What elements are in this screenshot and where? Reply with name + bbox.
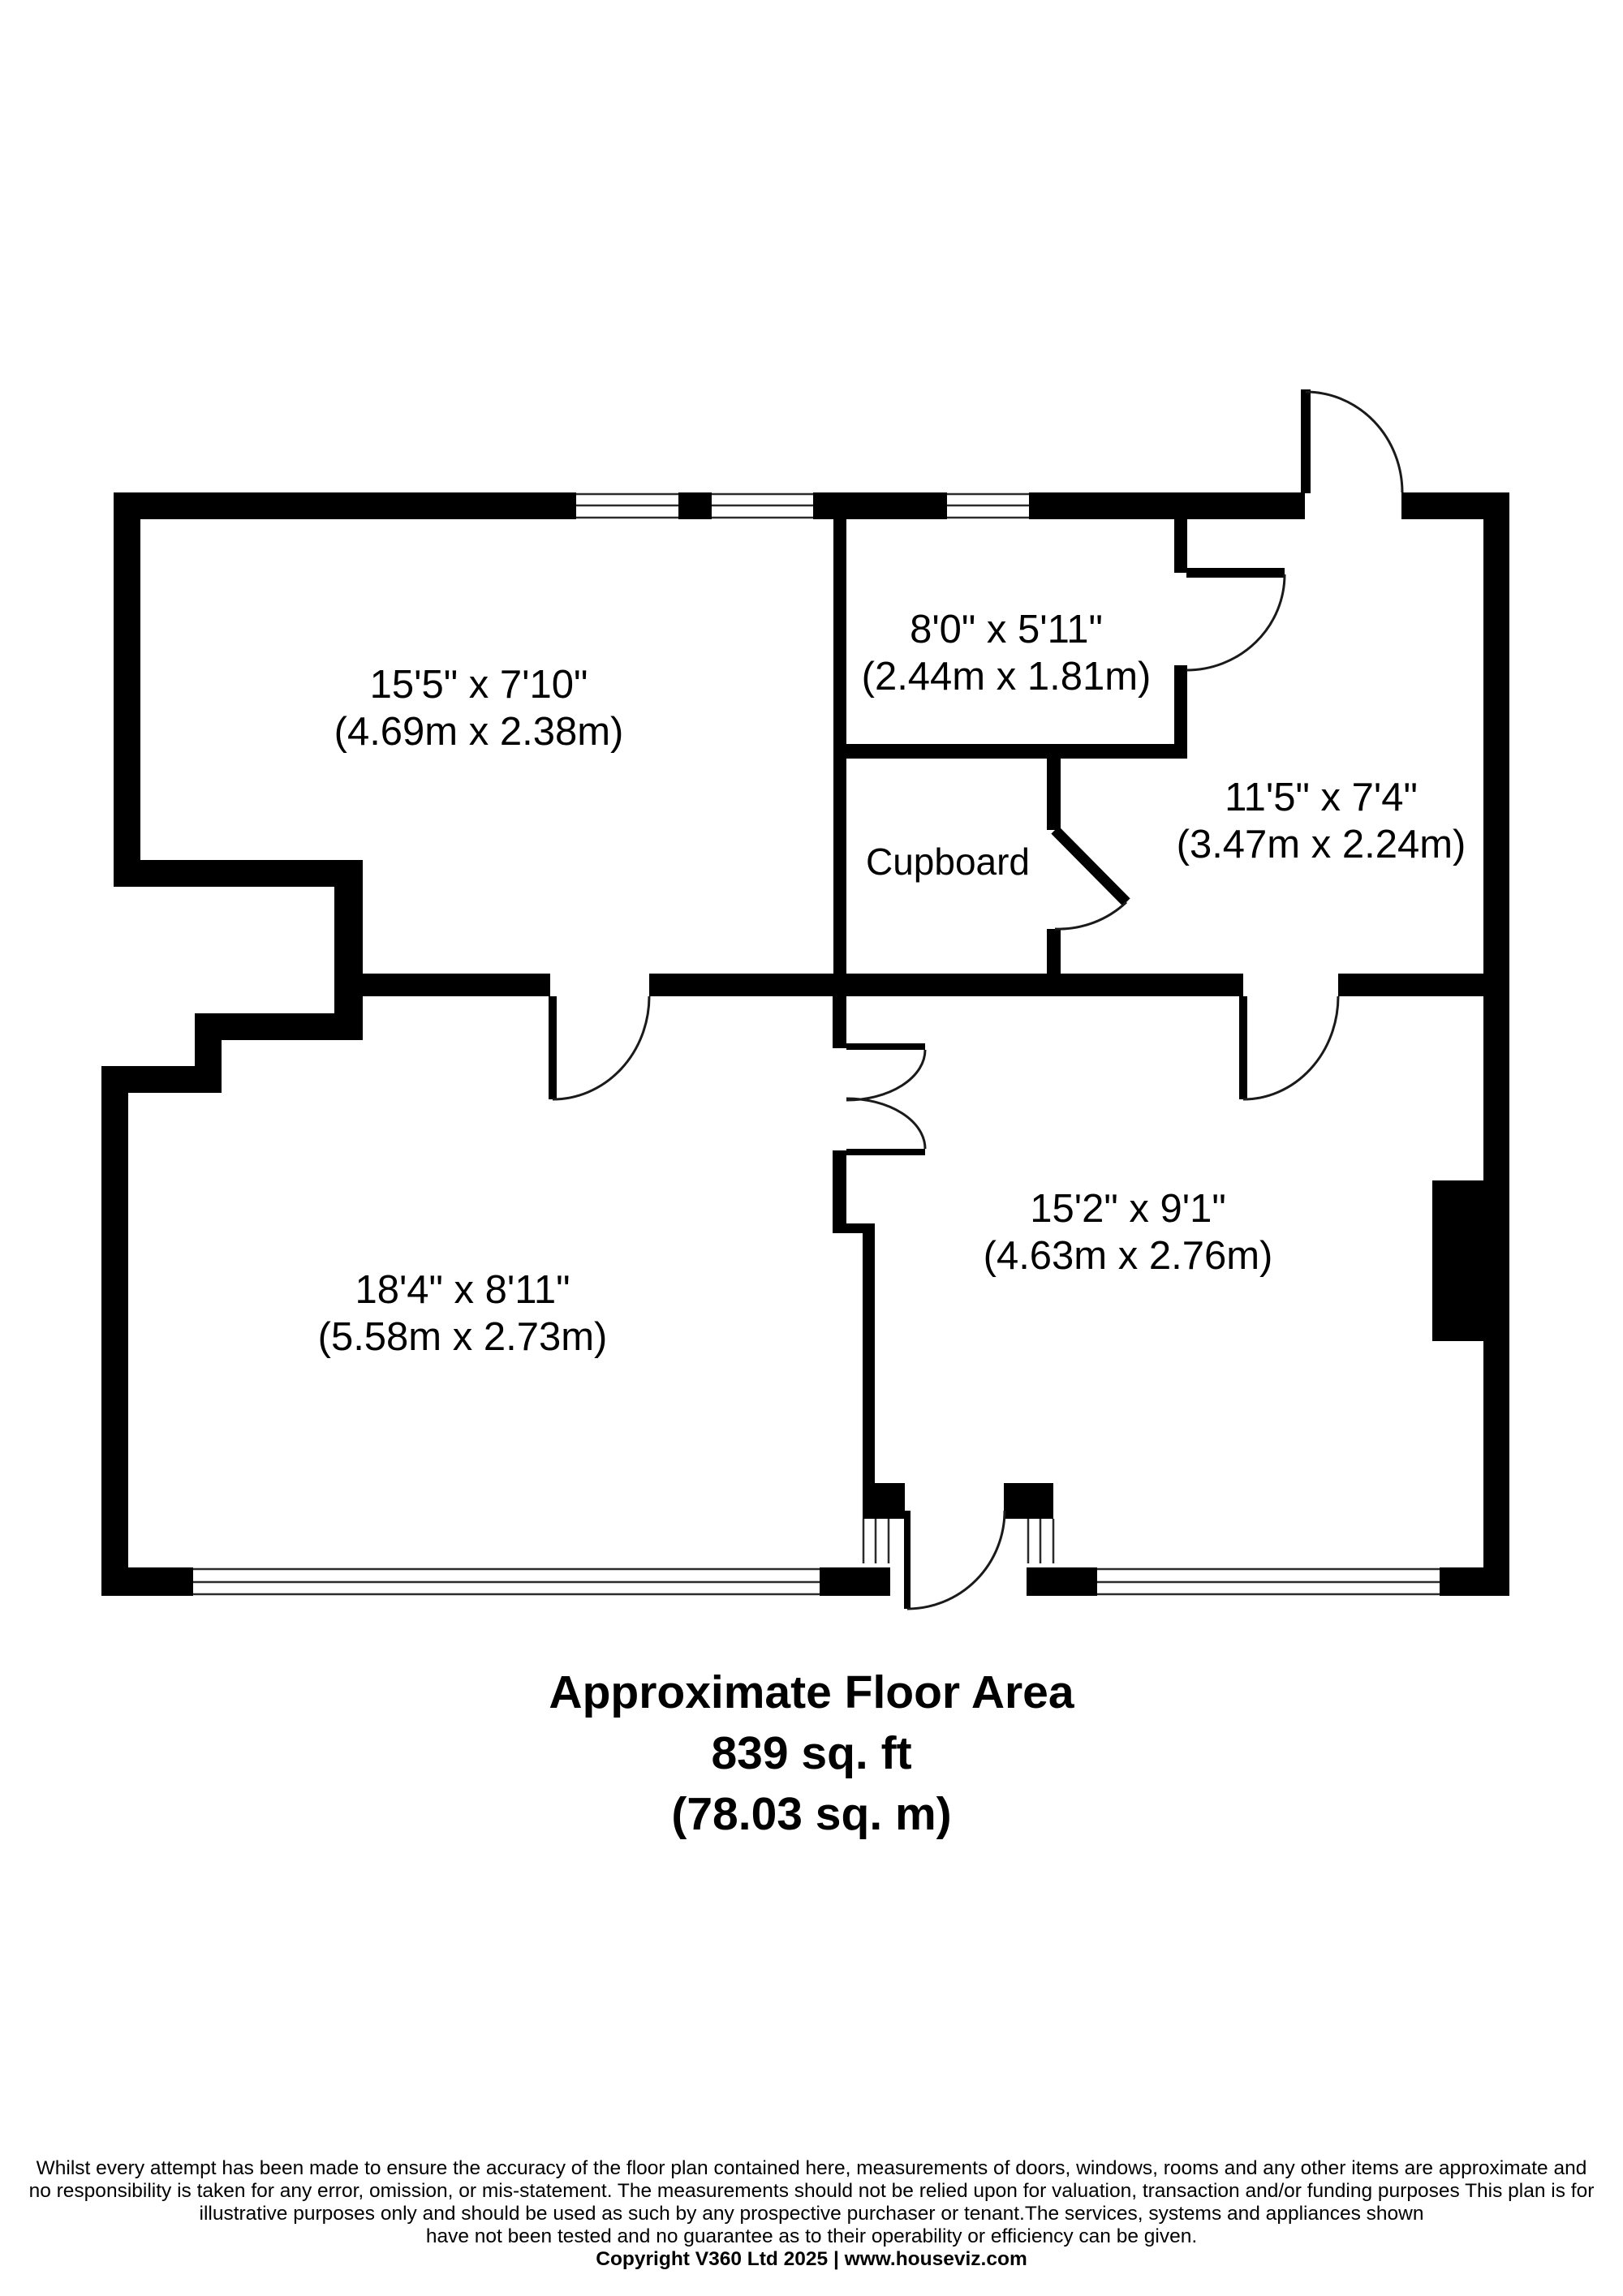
window-top-1 bbox=[576, 492, 678, 519]
wall-left-lower bbox=[101, 1066, 128, 1596]
disclaimer-line-1: Whilst every attempt has been made to en… bbox=[37, 2157, 1587, 2179]
bedroom2-dims-metric: (4.63m x 2.76m) bbox=[984, 1234, 1273, 1278]
door-swing-arc bbox=[552, 995, 651, 1101]
entry-door bbox=[1301, 389, 1404, 493]
window-top-2 bbox=[712, 492, 813, 519]
bedroom2-dims-imperial: 15'2" x 9'1" bbox=[1030, 1187, 1225, 1231]
floor-area-imperial: 839 sq. ft bbox=[711, 1727, 911, 1779]
window-bottom-left bbox=[193, 1567, 820, 1596]
hall-to-bedroom1-door bbox=[1186, 574, 1286, 672]
wall-left-upper bbox=[114, 492, 140, 887]
disclaimer-line-4: have not been tested and no guarantee as… bbox=[426, 2225, 1197, 2247]
door-swing-arc bbox=[846, 1049, 927, 1102]
door-swing-arc bbox=[1242, 995, 1340, 1101]
area-summary: Approximate Floor Area 839 sq. ft (78.03… bbox=[549, 1666, 1074, 1840]
reception1-dims-imperial: 15'5" x 7'10" bbox=[370, 663, 588, 707]
wall-right bbox=[1483, 492, 1509, 1596]
floor-area-title: Approximate Floor Area bbox=[549, 1666, 1074, 1718]
room-labels: 15'5" x 7'10" (4.69m x 2.38m) 8'0" x 5'1… bbox=[318, 608, 1466, 1359]
wall-mid-jog bbox=[833, 1223, 875, 1233]
door-swing-arc bbox=[1054, 901, 1128, 931]
wall-top-left bbox=[114, 492, 1305, 519]
reception2-dims-imperial: 18'4" x 8'11" bbox=[355, 1268, 570, 1312]
door-leaf bbox=[1051, 826, 1130, 906]
door-swing-arc bbox=[1186, 574, 1286, 672]
cupboard-label: Cupboard bbox=[866, 841, 1030, 883]
disclaimer-line-2: no responsibility is taken for any error… bbox=[29, 2180, 1595, 2202]
window-bottom-right bbox=[1097, 1567, 1440, 1596]
wall-hall-door-head bbox=[1186, 568, 1285, 578]
kitchen-dims-imperial: 8'0" x 5'11" bbox=[910, 608, 1103, 651]
disclaimer-line-3: illustrative purposes only and should be… bbox=[200, 2203, 1424, 2225]
reception2-dims-metric: (5.58m x 2.73m) bbox=[318, 1315, 608, 1359]
floor-area-metric: (78.03 sq. m) bbox=[671, 1788, 951, 1840]
door-swing-arc bbox=[906, 1510, 1006, 1610]
bedroom1-dims-imperial: 11'5" x 7'4" bbox=[1225, 776, 1418, 819]
door-swing-arc bbox=[1305, 390, 1404, 493]
wall-chimney-breast bbox=[1432, 1180, 1483, 1341]
disclaimer: Whilst every attempt has been made to en… bbox=[29, 2157, 1595, 2270]
wall-hall-left-upper bbox=[1174, 519, 1187, 573]
wall-main-a bbox=[337, 974, 550, 996]
kitchen-dims-metric: (2.44m x 1.81m) bbox=[862, 655, 1152, 699]
wall-kitchen-bottom bbox=[846, 744, 1187, 759]
door-leaf bbox=[1301, 389, 1311, 493]
door-leaf bbox=[1239, 996, 1247, 1099]
wall-main-b bbox=[649, 974, 846, 996]
reception1-dims-metric: (4.69m x 2.38m) bbox=[334, 710, 624, 754]
wall-reception1-bottom bbox=[114, 860, 363, 887]
wall-mid-bottom bbox=[863, 1233, 875, 1483]
french-doors bbox=[846, 1043, 927, 1155]
door-leaf bbox=[549, 996, 557, 1099]
wall-mid-upper bbox=[833, 996, 846, 1048]
bedroom2-door bbox=[1239, 995, 1340, 1101]
wall-jog-vertical bbox=[334, 860, 363, 1040]
window-top-3 bbox=[947, 492, 1029, 519]
wall-hall-left-lower bbox=[1174, 665, 1187, 759]
wall-mid-lower bbox=[833, 1150, 846, 1233]
window-sidelight-right bbox=[1027, 1519, 1055, 1563]
door-leaf bbox=[904, 1511, 911, 1609]
door-leaf-top bbox=[846, 1043, 925, 1050]
doors bbox=[549, 389, 1404, 1610]
wall-main-c bbox=[846, 974, 1243, 996]
wall-recess-right-head bbox=[1004, 1483, 1053, 1519]
cupboard-door bbox=[1051, 826, 1130, 931]
reception2-door bbox=[549, 995, 651, 1101]
wall-cupboard-right-upper bbox=[1047, 759, 1061, 830]
wall-main-d bbox=[1338, 974, 1483, 996]
wall-divider-reception1-kitchen bbox=[833, 519, 846, 996]
bedroom1-dims-metric: (3.47m x 2.24m) bbox=[1177, 823, 1466, 866]
walls bbox=[101, 492, 1509, 1596]
door-leaf-bottom bbox=[846, 1149, 925, 1155]
copyright-line: Copyright V360 Ltd 2025 | www.houseviz.c… bbox=[596, 2248, 1027, 2270]
recess-entrance-door bbox=[904, 1510, 1006, 1610]
door-swing-arc bbox=[846, 1097, 927, 1150]
wall-step-h1 bbox=[195, 1013, 363, 1040]
window-sidelight-left bbox=[862, 1519, 890, 1563]
wall-recess-left-head bbox=[863, 1483, 905, 1519]
windows bbox=[193, 492, 1440, 1596]
